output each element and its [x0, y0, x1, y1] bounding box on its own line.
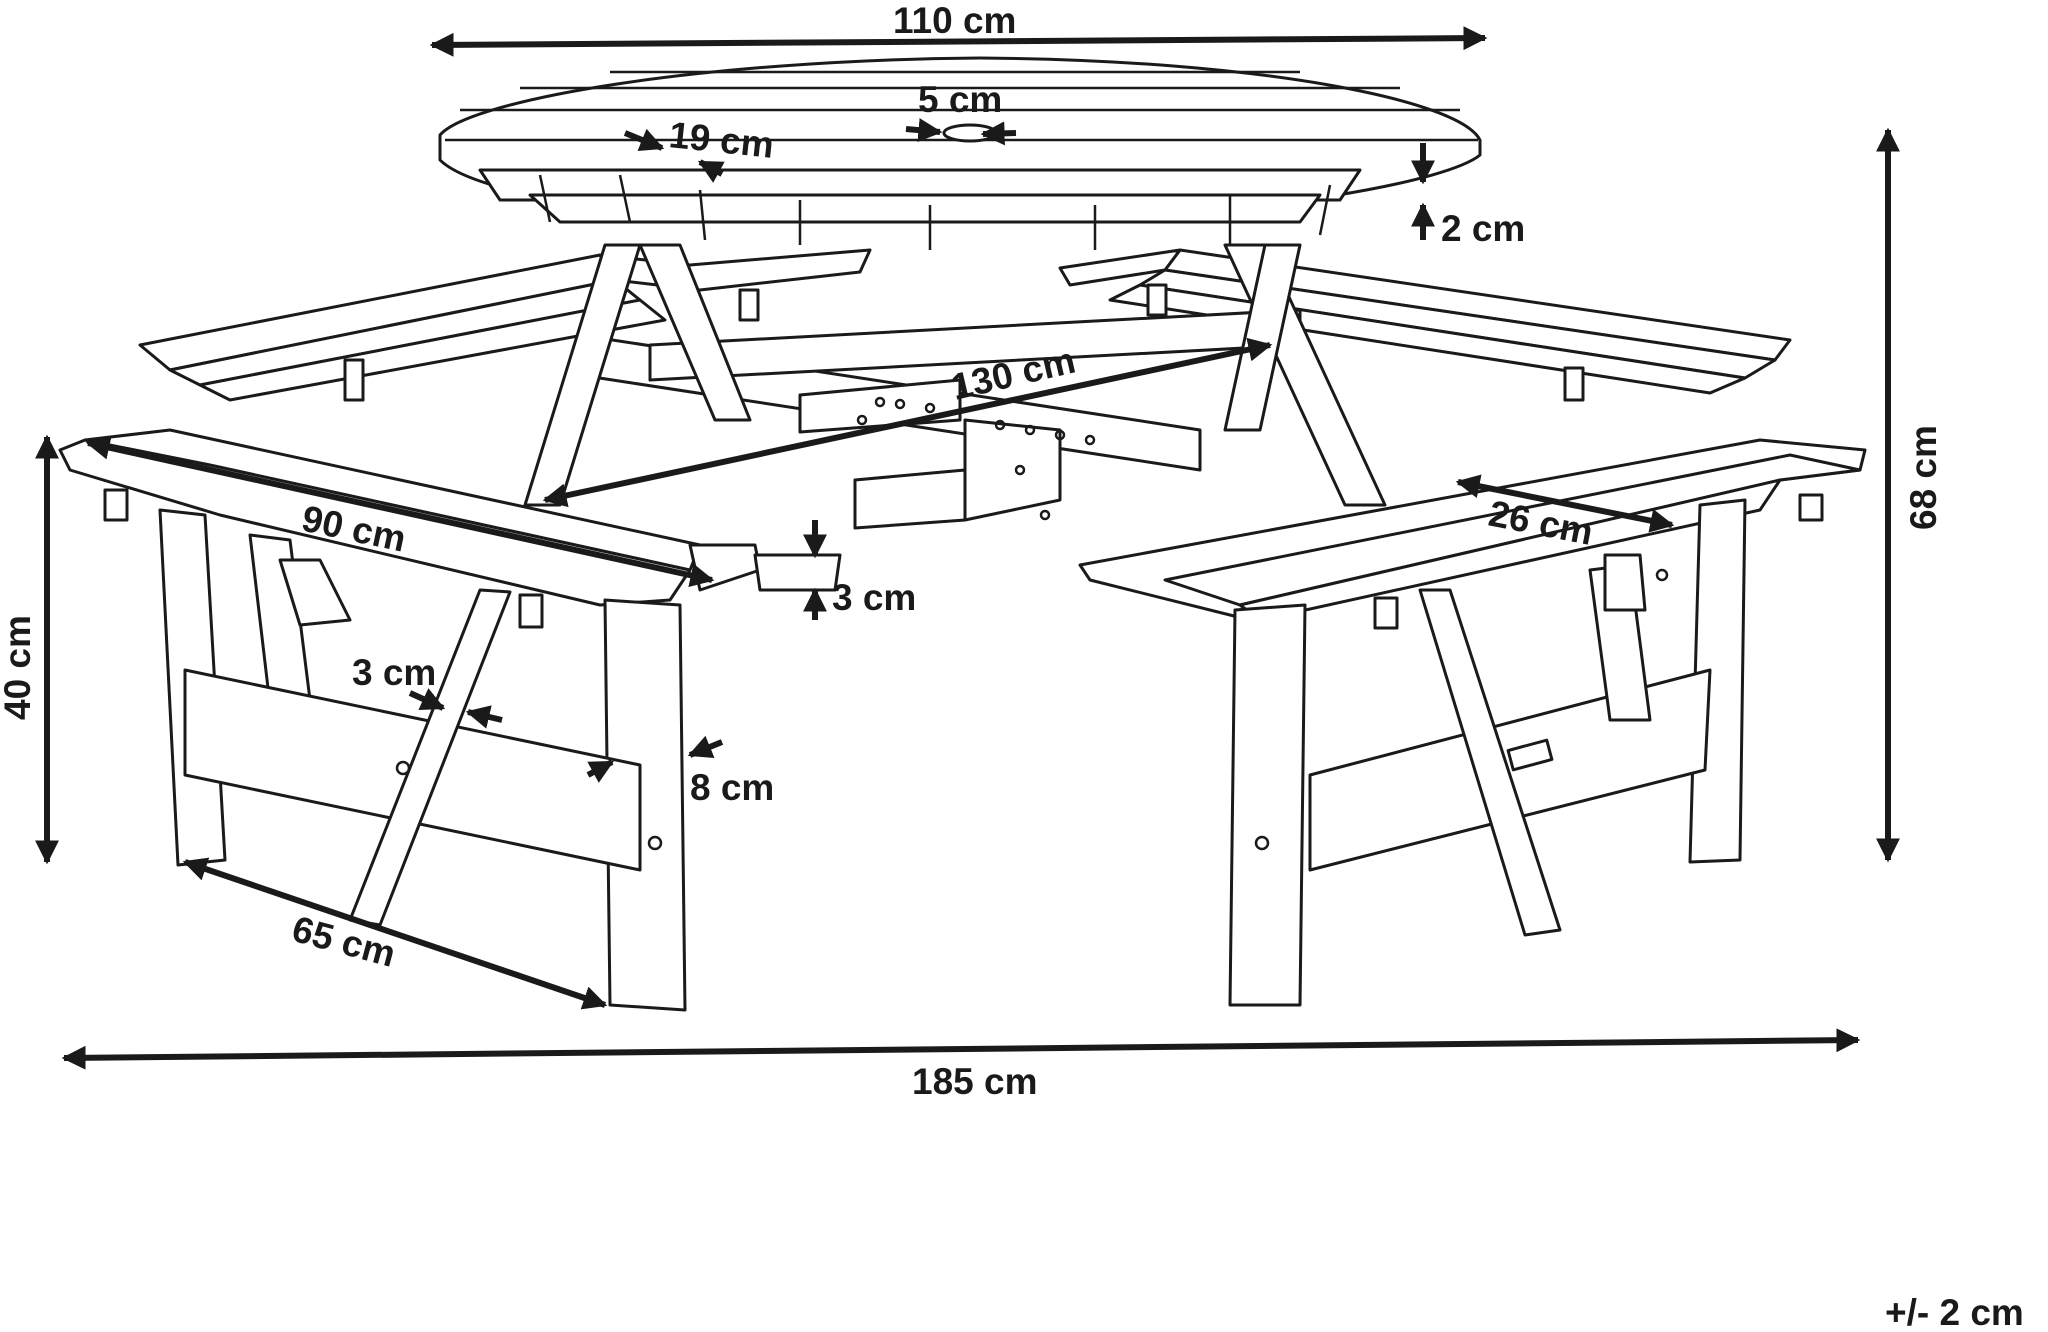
top-thickness-label: 2 cm [1441, 208, 1525, 249]
seat-thickness-label: 3 cm [832, 577, 916, 618]
leg-spread-arrow [182, 857, 608, 1010]
bench-front-right [1078, 438, 1867, 1007]
brace-thickness-label: 3 cm [352, 652, 436, 693]
leg-width-label: 8 cm [690, 767, 774, 808]
bench-length-arrow [85, 435, 715, 588]
table-height-label: 68 cm [1903, 425, 1944, 530]
plank-width-pointer-top [623, 128, 665, 152]
overall-width-label: 185 cm [912, 1061, 1038, 1102]
dimension-lines [35, 26, 1900, 1070]
hole-pointer-right [980, 121, 1017, 146]
leg-width-pointer-left [586, 759, 615, 783]
seat-height-label: 40 cm [0, 615, 38, 720]
overall-width-arrow [61, 1028, 1861, 1070]
brace-pointer-left [408, 688, 446, 711]
brace-pointer-right [465, 705, 503, 729]
top-diameter-label: 110 cm [893, 0, 1016, 41]
bench-front-left [58, 428, 842, 1012]
hole-label: 5 cm [918, 79, 1002, 120]
tolerance-note: +/- 2 cm [1885, 1292, 2024, 1332]
bench-depth-arrow [1455, 474, 1675, 533]
plank-width-pointer-bottom [697, 159, 725, 183]
top-diameter-arrow [429, 26, 1488, 57]
hole-pointer-left [905, 118, 943, 143]
leg-width-pointer-right [687, 735, 724, 758]
bench-back-right [1058, 248, 1792, 402]
